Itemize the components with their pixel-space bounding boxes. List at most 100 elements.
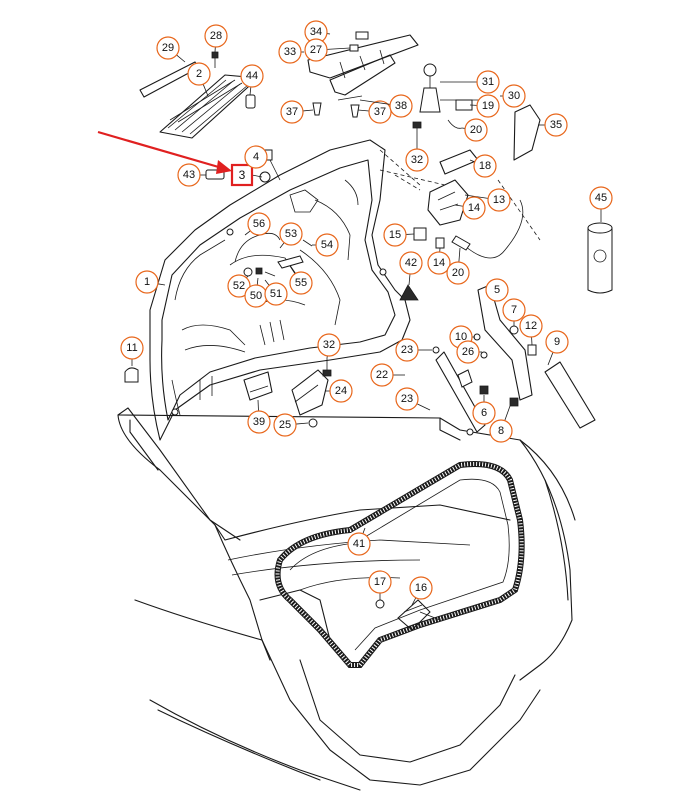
callout-ring — [278, 40, 302, 64]
callout-1[interactable]: 1 — [135, 270, 166, 294]
callout-28[interactable]: 28 — [204, 24, 228, 53]
callout-ring — [247, 212, 271, 236]
callout-20[interactable]: 20 — [446, 247, 470, 285]
callout-4[interactable]: 4 — [244, 145, 268, 169]
callout-number: 45 — [595, 192, 607, 204]
callout-9[interactable]: 9 — [545, 330, 569, 366]
callout-18[interactable]: 18 — [469, 154, 497, 178]
callout-number: 43 — [183, 169, 195, 181]
callout-ring — [502, 84, 526, 108]
callout-5[interactable]: 5 — [485, 278, 509, 302]
callout-27[interactable]: 27 — [304, 38, 351, 62]
callout-13[interactable]: 13 — [464, 188, 511, 212]
callout-45[interactable]: 45 — [589, 186, 613, 222]
callout-29[interactable]: 29 — [156, 36, 186, 63]
callout-33[interactable]: 33 — [278, 40, 304, 64]
callout-26[interactable]: 26 — [456, 340, 482, 364]
callout-50[interactable]: 50 — [244, 277, 268, 308]
callout-6[interactable]: 6 — [472, 395, 496, 425]
callout-24[interactable]: 24 — [325, 379, 353, 403]
callout-ring — [502, 298, 526, 322]
callout-23[interactable]: 23 — [395, 387, 431, 411]
callout-number: 34 — [310, 26, 322, 38]
callout-2[interactable]: 2 — [187, 62, 211, 97]
callout-ring — [519, 314, 543, 338]
callout-number: 17 — [374, 576, 386, 588]
callout-ring — [315, 233, 339, 257]
callout-number: 53 — [285, 228, 297, 240]
callout-22[interactable]: 22 — [370, 363, 405, 387]
callout-number: 26 — [462, 346, 474, 358]
callout-number: 5 — [494, 284, 500, 296]
callout-number: 56 — [253, 218, 265, 230]
callout-14[interactable]: 14 — [427, 247, 451, 275]
callout-leader — [249, 86, 252, 96]
callout-37[interactable]: 37 — [280, 100, 314, 124]
callout-ring — [476, 94, 500, 118]
callout-52[interactable]: 52 — [227, 274, 251, 298]
callout-leader — [469, 159, 475, 163]
callout-number: 30 — [508, 90, 520, 102]
callout-leader — [416, 403, 431, 411]
callout-32[interactable]: 32 — [317, 333, 341, 359]
callout-ring — [156, 36, 180, 60]
callout-31[interactable]: 31 — [440, 70, 500, 94]
callout-number: 14 — [468, 202, 480, 214]
callout-number: 24 — [335, 385, 347, 397]
callout-41[interactable]: 41 — [347, 527, 371, 556]
callout-12[interactable]: 12 — [519, 314, 543, 346]
callout-ring — [204, 24, 228, 48]
callout-ring — [304, 38, 328, 62]
callout-number: 54 — [321, 239, 333, 251]
callout-number: 25 — [279, 419, 291, 431]
callout-leader — [359, 99, 391, 105]
callout-number: 33 — [284, 46, 296, 58]
callout-53[interactable]: 53 — [279, 222, 303, 249]
callout-14[interactable]: 14 — [454, 196, 486, 220]
callout-ring — [347, 532, 371, 556]
callout-39[interactable]: 39 — [247, 399, 271, 434]
callout-42[interactable]: 42 — [399, 251, 423, 286]
callout-number: 23 — [401, 393, 413, 405]
callout-ring — [289, 271, 313, 295]
callout-51[interactable]: 51 — [264, 279, 288, 306]
callout-number: 35 — [550, 119, 562, 131]
callout-number: 41 — [353, 538, 365, 550]
callout-23[interactable]: 23 — [395, 338, 432, 362]
callout-ring — [368, 100, 392, 124]
callout-ring — [473, 154, 497, 178]
callout-ring — [273, 413, 297, 437]
callout-3-highlighted[interactable]: 3 — [230, 163, 263, 187]
callout-38[interactable]: 38 — [359, 94, 413, 118]
callout-ring — [545, 330, 569, 354]
callout-ring — [187, 62, 211, 86]
callout-leader — [176, 54, 186, 63]
callout-leader — [408, 273, 411, 286]
callout-number: 12 — [525, 320, 537, 332]
callout-54[interactable]: 54 — [312, 233, 339, 257]
callout-19[interactable]: 19 — [469, 94, 500, 118]
callout-ring — [427, 251, 451, 275]
callout-17[interactable]: 17 — [368, 570, 392, 600]
callout-number: 10 — [455, 331, 467, 343]
callout-20[interactable]: 20 — [461, 118, 488, 142]
callout-8[interactable]: 8 — [489, 405, 513, 443]
callout-15[interactable]: 15 — [383, 223, 415, 247]
callout-37[interactable]: 37 — [357, 100, 392, 124]
callout-number: 20 — [470, 124, 482, 136]
callout-number: 11 — [126, 342, 137, 354]
callout-25[interactable]: 25 — [273, 413, 309, 437]
callout-43[interactable]: 43 — [177, 163, 206, 187]
callout-44[interactable]: 44 — [240, 64, 264, 96]
callout-32[interactable]: 32 — [405, 145, 429, 172]
callout-30[interactable]: 30 — [500, 84, 526, 108]
callout-11[interactable]: 11 — [120, 336, 144, 366]
callout-7[interactable]: 7 — [502, 298, 526, 326]
callout-56[interactable]: 56 — [244, 212, 271, 236]
callout-number: 7 — [511, 304, 517, 316]
callout-55[interactable]: 55 — [289, 265, 313, 295]
callout-35[interactable]: 35 — [538, 113, 568, 137]
callout-16[interactable]: 16 — [409, 576, 433, 606]
callout-34[interactable]: 34 — [304, 20, 331, 44]
